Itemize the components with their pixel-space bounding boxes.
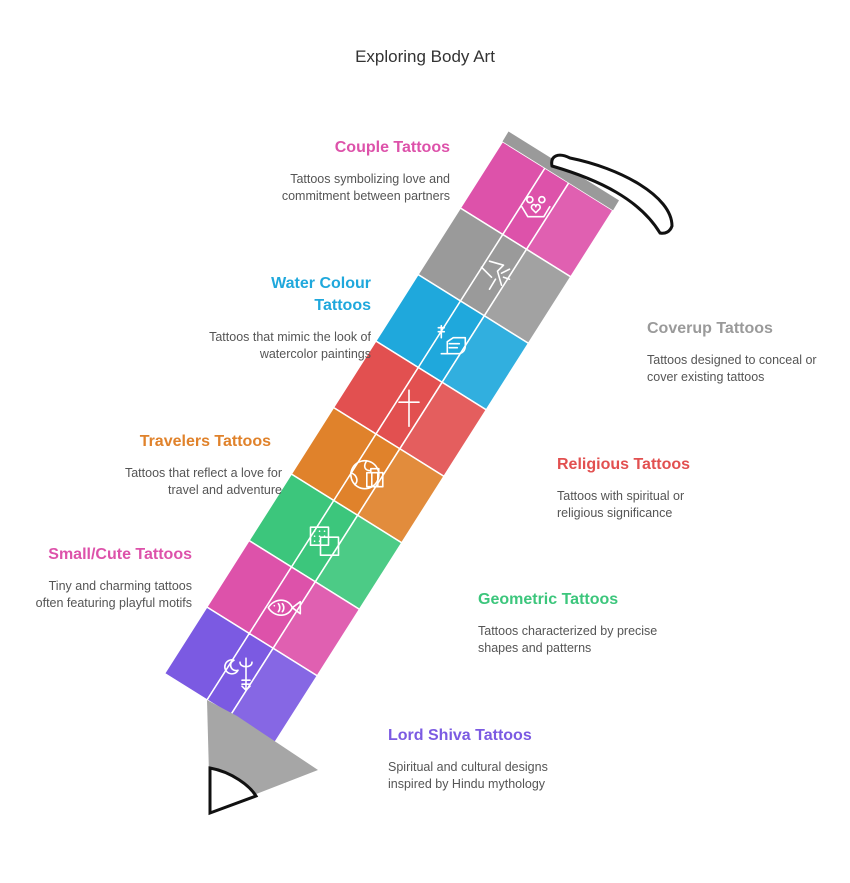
label-watercolour-title: Water Colour Tattoos: [271, 275, 371, 314]
trishul-moon-icon-shape: [224, 657, 253, 692]
page-title: Exploring Body Art: [355, 47, 495, 66]
label-geometric-description: Tattoos characterized by precise shapes …: [478, 624, 658, 655]
cross-icon: [398, 389, 420, 428]
tattoo-machine-icon-shape: [480, 260, 511, 291]
globe-luggage-icon-shape: [349, 459, 384, 490]
globe-luggage-icon: [349, 459, 384, 490]
label-shiva: Lord Shiva Tattoos Spiritual and cultura…: [388, 725, 563, 793]
cross-icon-shape: [398, 389, 420, 428]
painting-hand-icon: [437, 324, 467, 355]
label-religious-title: Religious Tattoos: [557, 456, 691, 473]
label-coverup: Coverup Tattoos Tattoos designed to conc…: [647, 318, 817, 386]
painting-hand-icon-shape: [437, 324, 467, 355]
label-watercolour-description: Tattoos that mimic the look of watercolo…: [209, 330, 371, 361]
label-smallcute: Small/Cute Tattoos Tiny and charming tat…: [20, 544, 192, 612]
label-geometric-title: Geometric Tattoos: [478, 591, 619, 608]
label-watercolour: Water Colour Tattoos Tattoos that mimic …: [175, 273, 371, 363]
label-coverup-description: Tattoos designed to conceal or cover exi…: [647, 353, 817, 384]
label-travelers-title: Travelers Tattoos: [139, 433, 271, 450]
tattoo-machine-icon: [480, 260, 511, 291]
label-couple: Couple Tattoos Tattoos symbolizing love …: [250, 137, 450, 205]
label-couple-description: Tattoos symbolizing love and commitment …: [281, 172, 450, 203]
label-smallcute-title: Small/Cute Tattoos: [48, 546, 192, 563]
trishul-moon-icon: [224, 657, 253, 692]
pencil-eraser: [550, 153, 674, 235]
hands-heart-icon-shape: [520, 195, 551, 218]
label-geometric: Geometric Tattoos Tattoos characterized …: [478, 589, 673, 657]
label-travelers: Travelers Tattoos Tattoos that reflect a…: [102, 431, 282, 499]
label-shiva-title: Lord Shiva Tattoos: [388, 727, 532, 744]
fish-icon-shape: [267, 599, 302, 616]
dotted-squares-icon: [309, 526, 340, 557]
pencil-lead: [208, 766, 259, 816]
label-travelers-description: Tattoos that reflect a love for travel a…: [124, 466, 282, 497]
hands-heart-icon: [520, 195, 551, 218]
label-couple-title: Couple Tattoos: [334, 139, 450, 156]
label-smallcute-description: Tiny and charming tattoos often featurin…: [35, 579, 192, 610]
label-shiva-description: Spiritual and cultural designs inspired …: [388, 760, 548, 791]
pencil-ferrule: [502, 131, 619, 211]
fish-icon: [267, 599, 302, 616]
label-coverup-title: Coverup Tattoos: [647, 320, 773, 337]
dotted-squares-icon-shape: [309, 526, 340, 557]
label-religious: Religious Tattoos Tattoos with spiritual…: [557, 454, 732, 522]
label-religious-description: Tattoos with spiritual or religious sign…: [557, 489, 685, 520]
